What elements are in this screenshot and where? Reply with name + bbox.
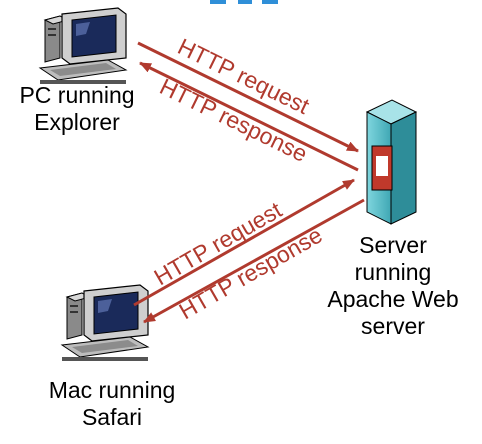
mac-label: Mac running Safari — [32, 377, 192, 431]
mac-response-arrow — [143, 198, 365, 324]
pc-label: PC running Explorer — [2, 82, 152, 136]
mac-request-arrow — [133, 178, 355, 307]
server-icon — [365, 99, 418, 225]
pc-label-line1: PC running — [19, 82, 135, 108]
pc-label-line2: Explorer — [34, 109, 120, 135]
pc-computer-icon — [38, 7, 128, 84]
mac-computer-icon — [60, 284, 150, 361]
server-label-line3: Apache Web — [327, 286, 459, 312]
pc-response-arrow — [139, 61, 359, 172]
title-fragment — [210, 0, 278, 4]
server-label: Server running Apache Web server — [314, 232, 472, 340]
pc-server-arrows: HTTP request HTTP response — [137, 33, 359, 172]
server-label-line4: server — [361, 313, 425, 339]
server-label-line2: running — [354, 259, 432, 285]
server-label-line1: Server — [359, 232, 427, 258]
mac-label-line1: Mac running — [48, 377, 176, 403]
pc-request-arrow — [137, 41, 359, 153]
mac-label-line2: Safari — [81, 404, 143, 430]
